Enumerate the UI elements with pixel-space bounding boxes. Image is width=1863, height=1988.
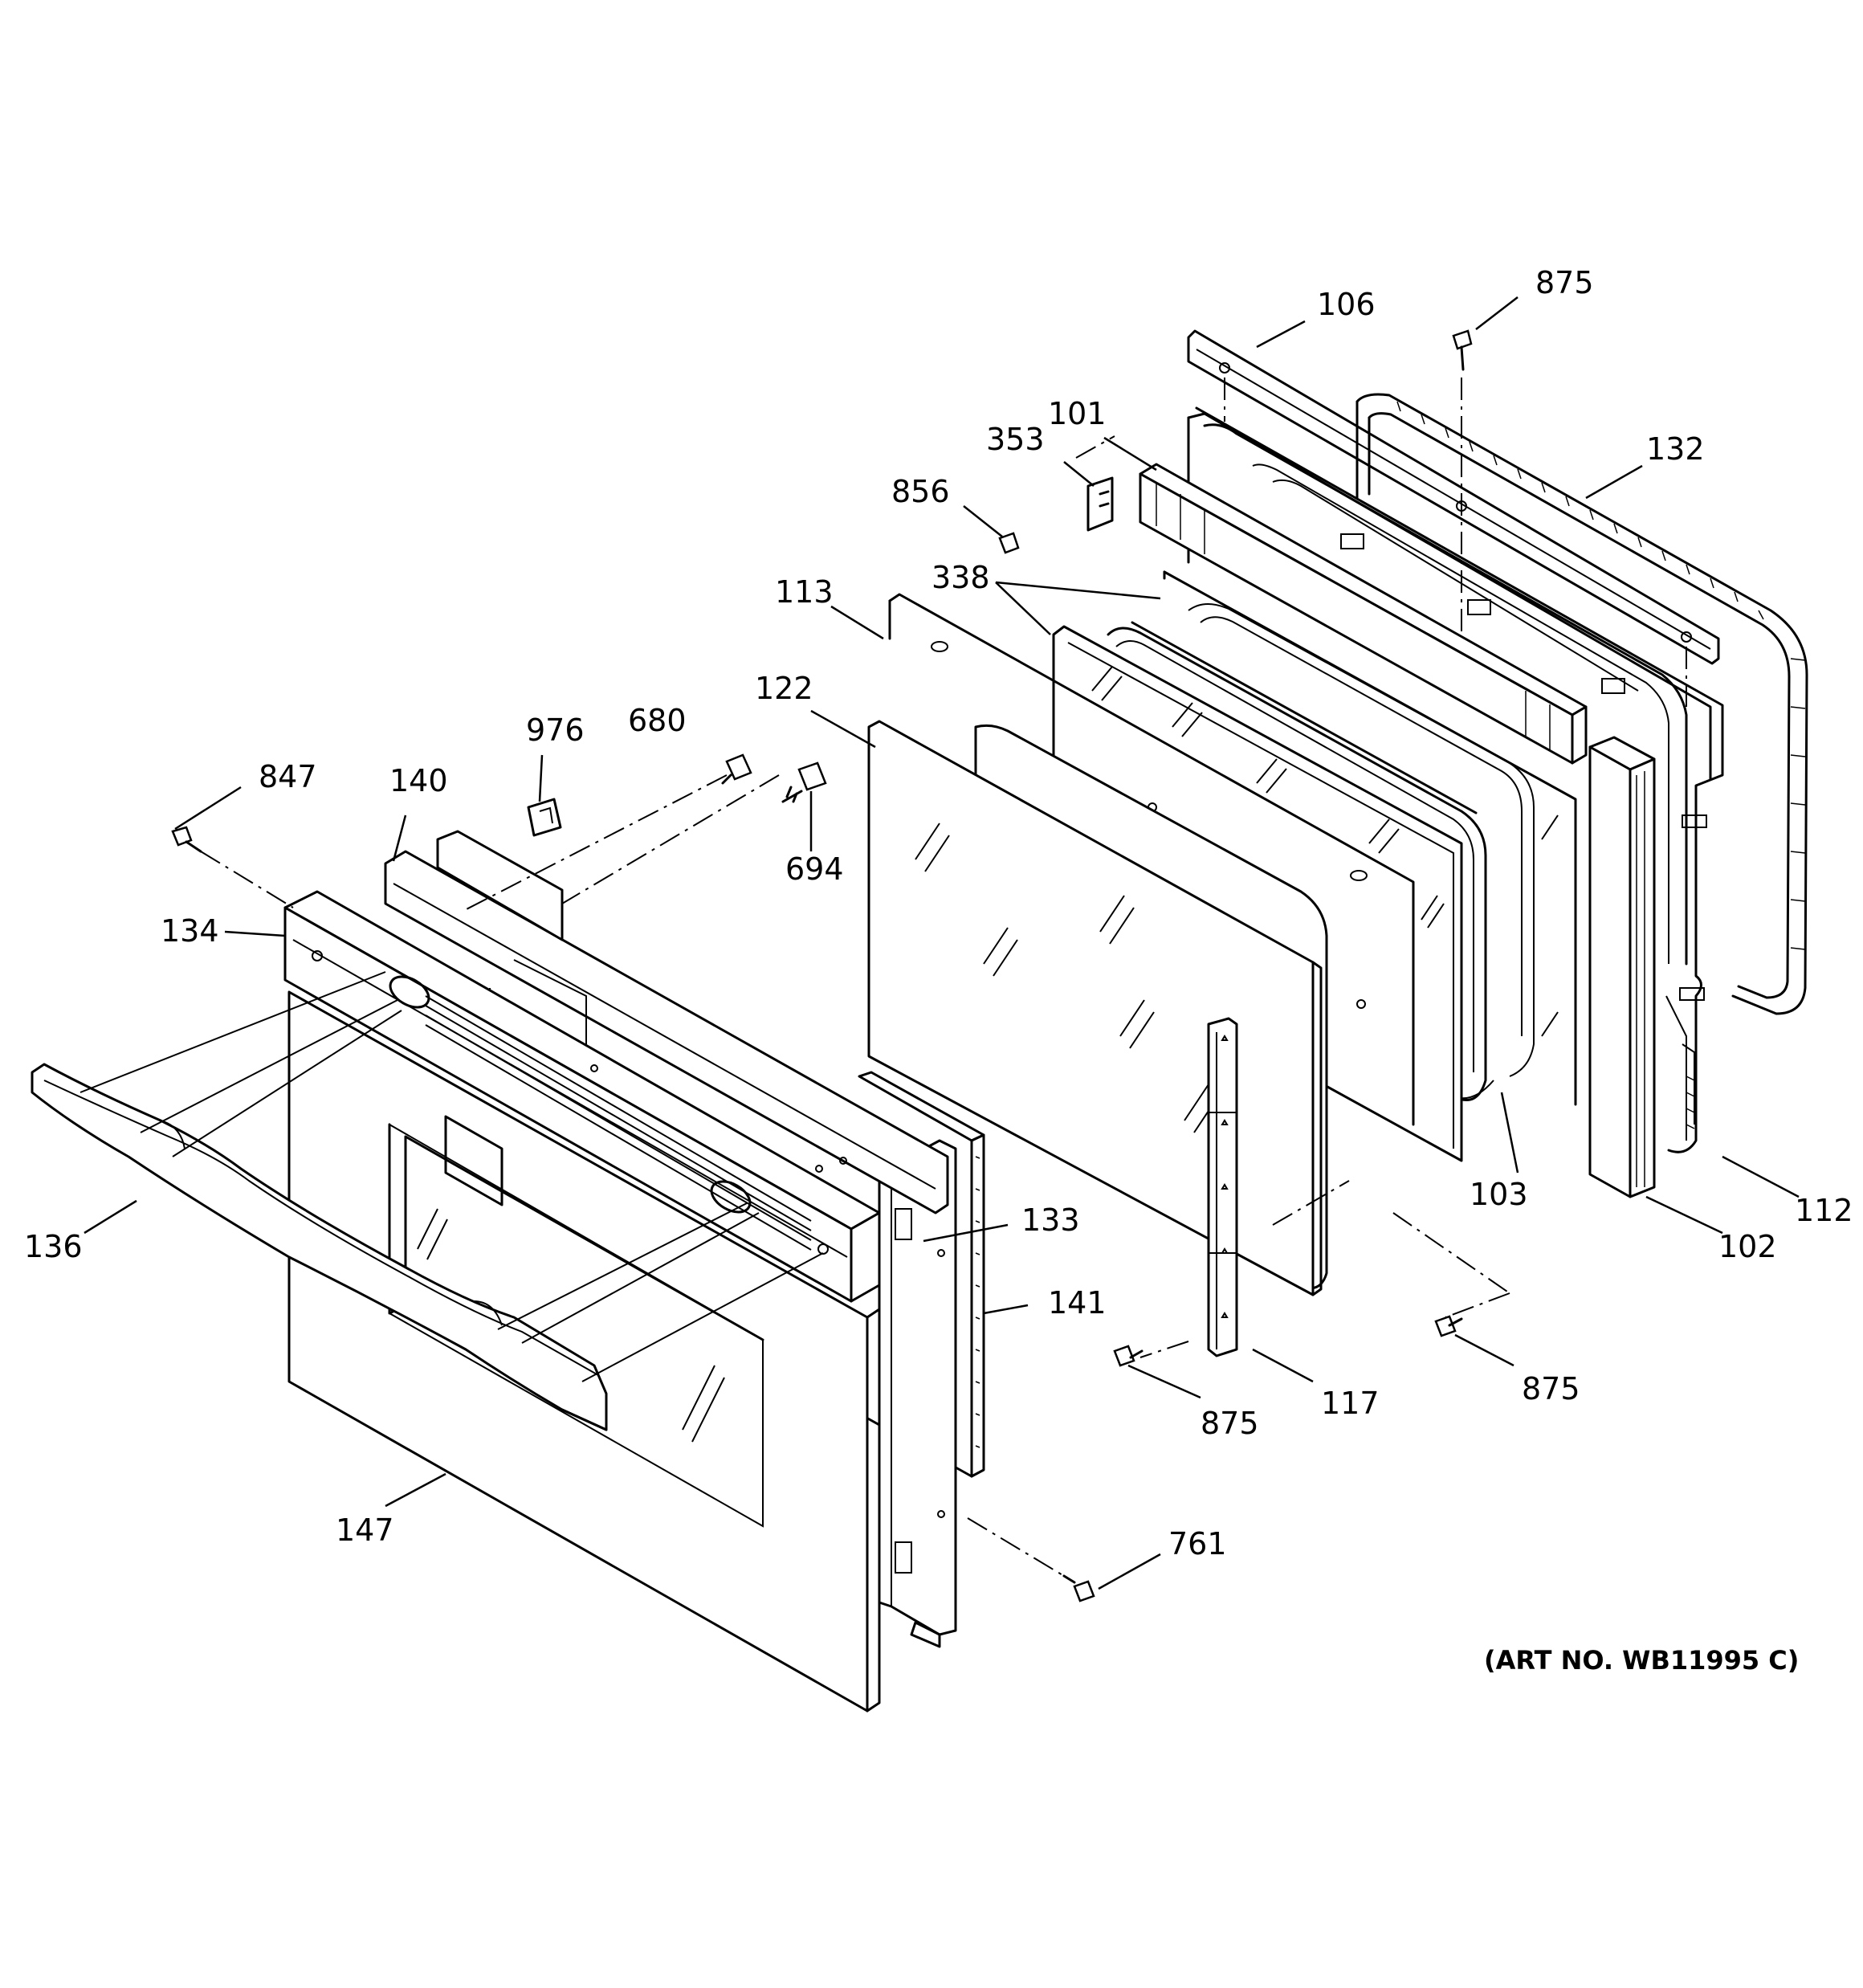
callout-856: 856 [891,474,950,509]
part-338-glass-upper [1163,570,1577,1106]
callout-136: 136 [24,1229,83,1264]
part-insulation-top [1139,463,1588,765]
part-103-door-glass-assembly [1107,621,1494,1101]
part-353-clip [1086,476,1114,532]
callout-875-top: 875 [1535,265,1594,300]
callout-117: 117 [1321,1386,1380,1421]
callout-976: 976 [526,712,585,748]
callout-101: 101 [1048,396,1107,431]
callout-122: 122 [755,671,813,706]
callout-680: 680 [628,703,687,738]
part-122-outer-glass [867,720,1328,1296]
part-112-inner-door-liner [1195,406,1724,1153]
callout-761: 761 [1168,1526,1227,1561]
callout-141: 141 [1048,1285,1107,1321]
part-133-side-channel [878,1139,957,1648]
part-132-door-gasket [1355,393,1808,1015]
screw-875-top [1452,329,1473,371]
screw-761 [1062,1574,1095,1602]
callout-labels: 106 875 101 353 132 856 338 113 122 976 … [24,265,1853,1676]
callout-106: 106 [1317,287,1376,322]
part-147-outer-door-panel [287,990,881,1712]
screw-875-left [1113,1345,1143,1367]
callout-875-left: 875 [1201,1406,1259,1441]
screw-875-right [1434,1315,1463,1337]
leader-lines [84,296,1800,1590]
assembly-lines [79,378,1510,1579]
callout-133: 133 [1021,1202,1080,1238]
callout-103: 103 [1470,1177,1528,1212]
callout-113: 113 [775,574,834,610]
callout-102: 102 [1718,1229,1777,1264]
callout-140: 140 [389,763,448,798]
screw-847 [171,826,202,853]
part-106-door-bracket [1187,329,1720,707]
callout-112: 112 [1795,1193,1853,1228]
callout-134: 134 [161,913,219,949]
callout-694: 694 [785,851,844,887]
part-102-side-insulation [1588,736,1656,1198]
screw-680 [721,753,752,785]
part-976-clip [527,798,562,837]
callout-338: 338 [932,560,990,595]
callout-847: 847 [259,759,317,794]
part-134-vent-trim [283,890,881,1303]
screw-694 [781,761,827,803]
callout-875-right: 875 [1522,1371,1580,1406]
part-117-door-strip [1139,1017,1238,1358]
art-number: (ART NO. WB11995 C) [1484,1645,1799,1676]
callout-353: 353 [986,422,1045,457]
callout-147: 147 [336,1512,394,1548]
screw-856 [998,532,1020,554]
callout-132: 132 [1646,431,1705,467]
